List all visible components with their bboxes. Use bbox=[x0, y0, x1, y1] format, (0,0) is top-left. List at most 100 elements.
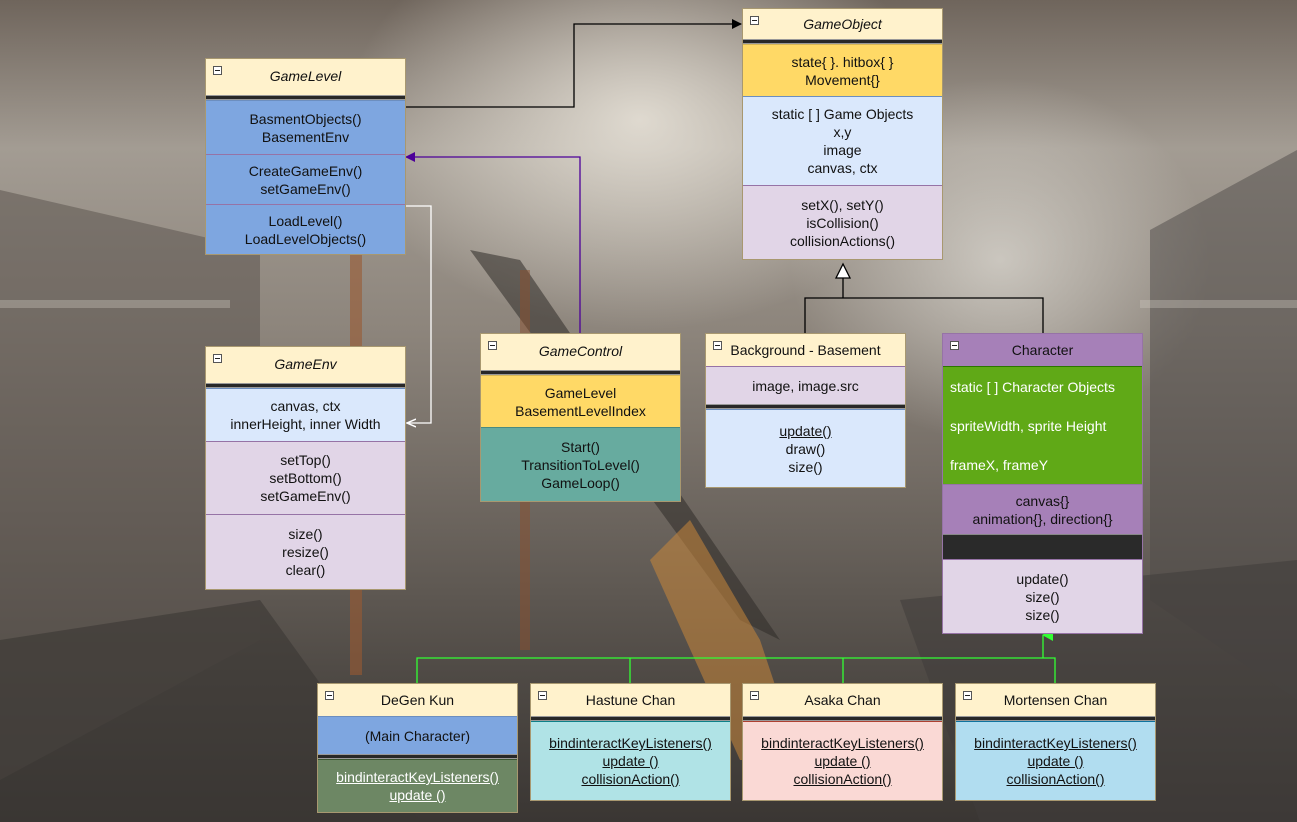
fields-section: GameLevel BasementLevelIndex bbox=[481, 375, 680, 427]
method: setTop() bbox=[280, 452, 331, 468]
fields-section: canvas{} animation{}, direction{} bbox=[943, 484, 1142, 534]
method: GameLoop() bbox=[541, 474, 620, 491]
field: frameX, frameY bbox=[950, 456, 1049, 473]
method: size() bbox=[788, 458, 823, 475]
class-name: GameObject bbox=[803, 16, 882, 32]
divider bbox=[943, 534, 1142, 559]
field: BasmentObjects() bbox=[249, 110, 362, 127]
divider bbox=[481, 370, 680, 375]
collapse-toggle-icon[interactable] bbox=[325, 691, 334, 700]
fields-section: state{ }. hitbox{ } Movement{} bbox=[743, 44, 942, 96]
collapse-toggle-icon[interactable] bbox=[963, 691, 972, 700]
field: static [ ] Character Objects bbox=[950, 378, 1115, 395]
method: collisionActions() bbox=[789, 232, 896, 249]
method: size() bbox=[1025, 588, 1060, 605]
fields-section: canvas, ctx innerHeight, inner Width bbox=[206, 388, 405, 441]
collapse-toggle-icon[interactable] bbox=[750, 16, 759, 25]
class-degen-kun[interactable]: DeGen Kun (Main Character) bindinteractK… bbox=[317, 683, 518, 813]
methods-section: setTop() setBottom() setGameEnv() bbox=[206, 441, 405, 514]
field: state{ }. hitbox{ } bbox=[791, 53, 894, 70]
class-name: Mortensen Chan bbox=[1003, 692, 1108, 708]
methods-section: bindinteractKeyListeners() update () col… bbox=[956, 721, 1155, 800]
methods-section: LoadLevel() LoadLevelObjects() bbox=[206, 204, 405, 254]
method: update () bbox=[814, 753, 871, 769]
collapse-toggle-icon[interactable] bbox=[213, 354, 222, 363]
field: BasementLevelIndex bbox=[515, 402, 646, 419]
collapse-toggle-icon[interactable] bbox=[538, 691, 547, 700]
method: update () bbox=[602, 753, 659, 769]
class-game-object[interactable]: GameObject state{ }. hitbox{ } Movement{… bbox=[742, 8, 943, 260]
class-name: GameEnv bbox=[274, 356, 337, 372]
method: size() bbox=[1025, 606, 1060, 623]
class-hastune-chan[interactable]: Hastune Chan bindinteractKeyListeners() … bbox=[530, 683, 731, 801]
field: static [ ] Game Objects bbox=[771, 106, 914, 122]
class-game-level[interactable]: GameLevel BasmentObjects() BasementEnv C… bbox=[205, 58, 406, 255]
class-mortensen-chan[interactable]: Mortensen Chan bindinteractKeyListeners(… bbox=[955, 683, 1156, 801]
field: innerHeight, inner Width bbox=[230, 416, 381, 432]
method: resize() bbox=[282, 544, 329, 560]
field: canvas, ctx bbox=[270, 398, 341, 414]
class-game-env[interactable]: GameEnv canvas, ctx innerHeight, inner W… bbox=[205, 346, 406, 590]
collapse-toggle-icon[interactable] bbox=[950, 341, 959, 350]
method: Start() bbox=[561, 438, 600, 455]
field: Movement{} bbox=[805, 71, 880, 88]
class-name: DeGen Kun bbox=[380, 692, 455, 708]
method: setX(), setY() bbox=[801, 196, 884, 213]
class-asaka-chan[interactable]: Asaka Chan bindinteractKeyListeners() up… bbox=[742, 683, 943, 801]
level-to-object-arrow bbox=[405, 19, 742, 108]
field: BasementEnv bbox=[261, 128, 350, 145]
fields-section: image, image.src bbox=[706, 366, 905, 404]
field: animation{}, direction{} bbox=[972, 510, 1113, 527]
field: GameLevel bbox=[544, 384, 617, 401]
method: clear() bbox=[285, 562, 326, 578]
divider bbox=[956, 716, 1155, 721]
field: canvas{} bbox=[1015, 492, 1070, 509]
class-character[interactable]: Character static [ ] Character Objects s… bbox=[942, 333, 1143, 634]
field: (Main Character) bbox=[364, 727, 471, 744]
class-name: Hastune Chan bbox=[585, 692, 676, 708]
control-to-level-arrow bbox=[405, 152, 581, 333]
method: TransitionToLevel() bbox=[521, 456, 640, 473]
method: setGameEnv() bbox=[260, 488, 351, 504]
method: setBottom() bbox=[269, 470, 342, 486]
methods-section: size() resize() clear() bbox=[206, 514, 405, 589]
method: update() bbox=[1016, 570, 1069, 587]
class-name: GameControl bbox=[538, 343, 623, 359]
method: size() bbox=[288, 526, 323, 542]
field: image bbox=[823, 142, 862, 158]
collapse-toggle-icon[interactable] bbox=[713, 341, 722, 350]
class-background-basement[interactable]: Background - Basement image, image.src u… bbox=[705, 333, 906, 488]
level-to-env-arrow bbox=[405, 205, 432, 423]
methods-section: bindinteractKeyListeners() update () col… bbox=[743, 721, 942, 800]
method: CreateGameEnv() bbox=[248, 162, 363, 179]
method: LoadLevel() bbox=[268, 212, 343, 229]
collapse-toggle-icon[interactable] bbox=[213, 66, 222, 75]
method: collisionAction() bbox=[1006, 771, 1105, 787]
collapse-toggle-icon[interactable] bbox=[488, 341, 497, 350]
fields-section: BasmentObjects() BasementEnv bbox=[206, 100, 405, 154]
field: image, image.src bbox=[752, 377, 859, 394]
class-name: Character bbox=[1011, 342, 1074, 358]
methods-section: bindinteractKeyListeners() update () col… bbox=[531, 721, 730, 800]
method: bindinteractKeyListeners() bbox=[974, 735, 1137, 751]
divider bbox=[706, 404, 905, 409]
fields-section: (Main Character) bbox=[318, 716, 517, 754]
subclass-bus-line bbox=[416, 657, 1056, 683]
divider bbox=[206, 383, 405, 388]
fields-section: static [ ] Game Objects x,y image canvas… bbox=[743, 96, 942, 185]
methods-section: CreateGameEnv() setGameEnv() bbox=[206, 154, 405, 204]
divider bbox=[531, 716, 730, 721]
method: update() bbox=[779, 422, 832, 439]
field: x,y bbox=[833, 124, 852, 140]
method: draw() bbox=[785, 440, 826, 457]
methods-section: update() size() size() bbox=[943, 559, 1142, 633]
method: collisionAction() bbox=[793, 771, 892, 787]
method: bindinteractKeyListeners() bbox=[549, 735, 712, 751]
methods-section: Start() TransitionToLevel() GameLoop() bbox=[481, 427, 680, 501]
class-game-control[interactable]: GameControl GameLevel BasementLevelIndex… bbox=[480, 333, 681, 502]
collapse-toggle-icon[interactable] bbox=[750, 691, 759, 700]
field: spriteWidth, sprite Height bbox=[950, 417, 1107, 434]
class-name: Background - Basement bbox=[730, 342, 881, 358]
method: bindinteractKeyListeners() bbox=[336, 769, 499, 785]
